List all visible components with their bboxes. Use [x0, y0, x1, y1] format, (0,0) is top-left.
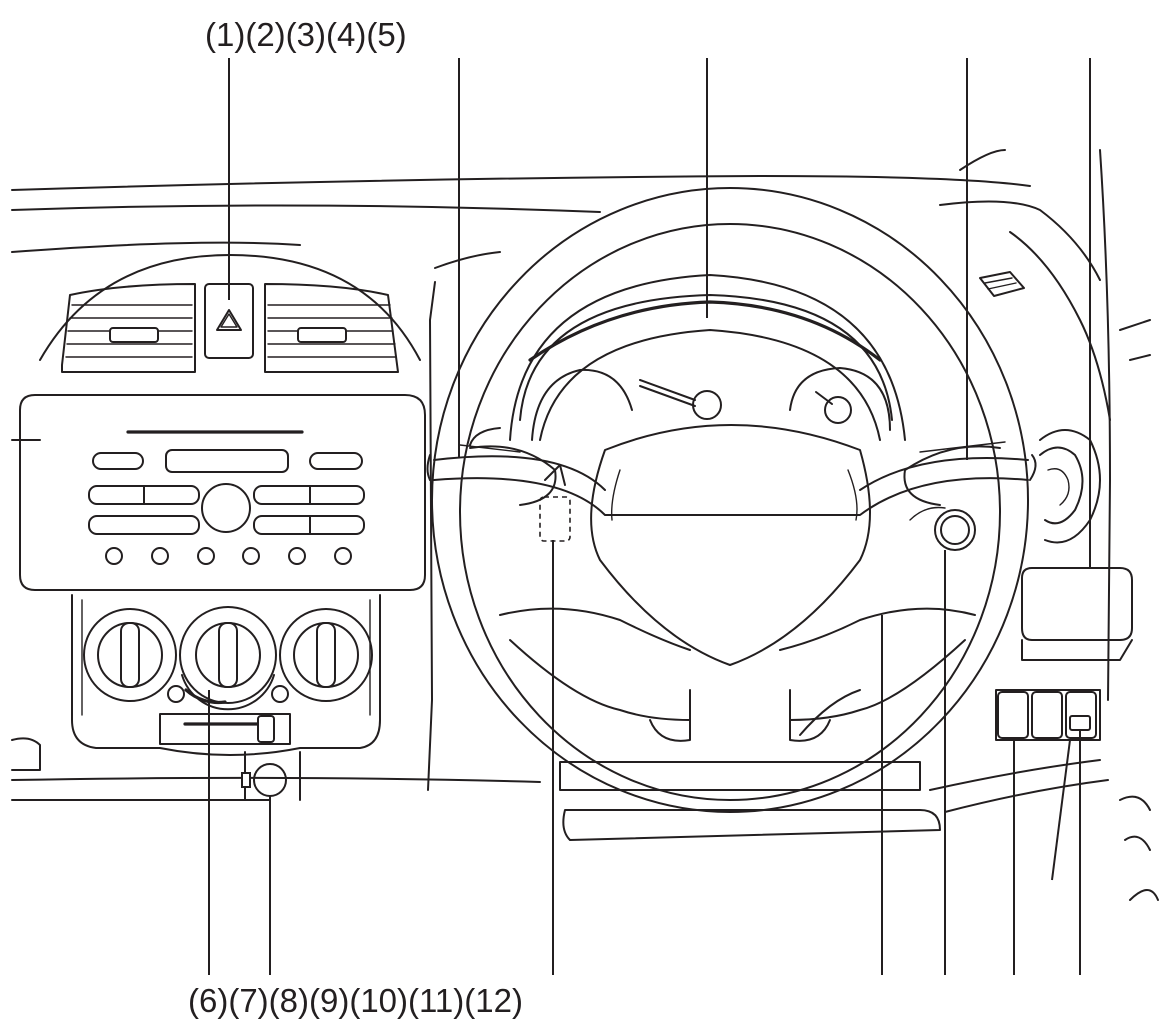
leader-lines [208, 58, 1091, 975]
right-vent [1039, 429, 1101, 544]
tachometer [789, 367, 891, 431]
heater-control-panel [71, 594, 381, 756]
bottom-callout-label: (6)(7)(8)(9)(10)(11)(12) [188, 982, 523, 1019]
mode-knob [279, 608, 373, 702]
right-switch-panel [995, 689, 1101, 741]
temperature-knob [179, 606, 277, 711]
audio-unit [19, 394, 426, 591]
air-intake-lever [159, 713, 291, 745]
dashboard-outline [11, 149, 1159, 901]
fan-knob [83, 608, 177, 702]
leader-line-switch-middle [1051, 739, 1071, 881]
instrument-cluster [509, 274, 906, 441]
right-storage-lid [1021, 567, 1133, 661]
accessory-socket [241, 751, 301, 801]
top-callout-label: (1)(2)(3)(4)(5) [205, 16, 407, 53]
ignition-switch [909, 506, 976, 551]
airbag-pad [590, 424, 871, 666]
steering-wheel [426, 187, 1037, 813]
left-column-switch [469, 427, 571, 542]
speedometer [531, 368, 722, 441]
